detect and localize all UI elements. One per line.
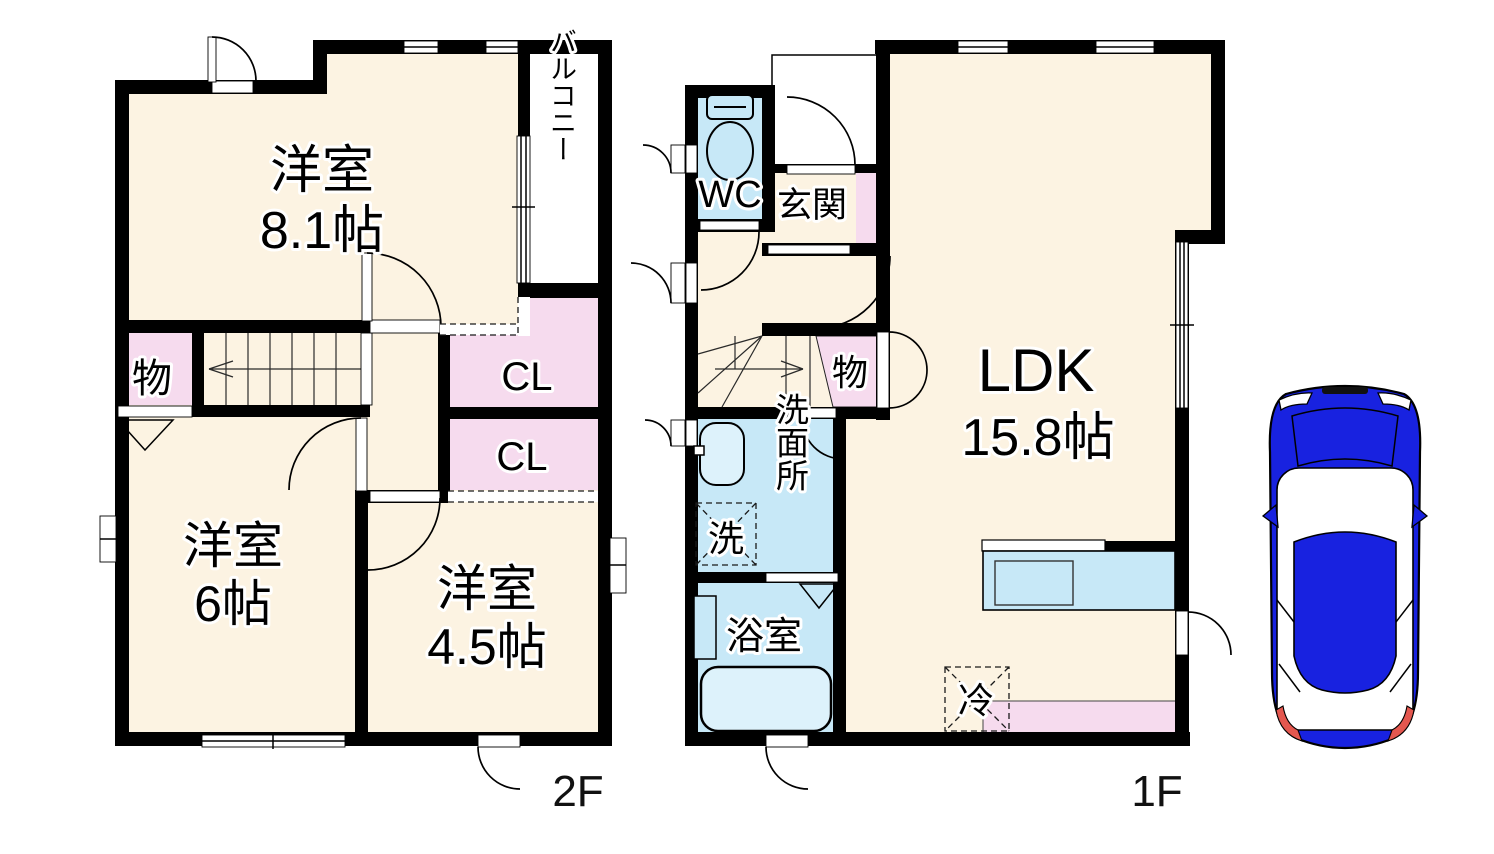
1f-tv-board [982,700,1184,734]
2f-room81-name: 洋室 [270,142,374,200]
2f-openings [99,36,627,790]
floor-2f-plan: 洋室 8.1帖 バルコニー 物 CL CL 洋室 6帖 洋室 4.5帖 2F [99,25,627,816]
kitchen-counter-icon [981,539,1176,611]
1f-wc-label: WC [698,174,761,216]
2f-room45-name: 洋室 [437,561,537,617]
2f-closet2-label: CL [496,435,547,479]
2f-storage-label: 物 [132,357,172,401]
2f-storage-area [129,333,192,405]
2f-closet1-label: CL [501,355,552,399]
2f-room6-name: 洋室 [183,518,283,574]
washing-machine-slot-icon [695,502,757,566]
2f-room6-size: 6帖 [194,576,272,632]
1f-openings [630,40,1232,790]
car-top-view-icon [1261,384,1429,750]
1f-ldk-size: 15.8帖 [961,409,1114,467]
2f-balcony-area [530,54,598,283]
1f-floor-label: 1F [1131,767,1182,816]
2f-room81-size: 8.1帖 [260,202,384,260]
1f-entrance-label: 玄関 [777,186,847,225]
1f-washroom-label: 洗面所 [772,393,810,492]
2f-balcony-label: バルコニー [546,28,576,163]
washbasin-icon [693,422,745,486]
2f-stair-rail [360,332,373,406]
bathtub-icon [693,595,833,733]
2f-floor-label: 2F [552,767,603,816]
1f-bathroom-label: 浴室 [726,616,802,658]
toilet-icon [706,94,754,181]
stairs-icon [208,333,361,405]
floor-1f-plan: WC 玄関 物 洗面所 洗 浴室 冷 LDK 15.8帖 1F [630,40,1232,816]
1f-storage-label: 物 [832,352,868,393]
2f-room45-size: 4.5帖 [427,619,547,675]
2f-closet1-area [450,298,598,407]
stairs-icon [697,335,811,408]
1f-fridge-label: 冷 [958,680,994,721]
refrigerator-slot-icon [944,666,1010,732]
2f-closet2-area [450,419,598,490]
1f-ldk-name: LDK [978,337,1095,404]
2f-walls [115,40,612,746]
1f-washer-label: 洗 [708,518,744,559]
